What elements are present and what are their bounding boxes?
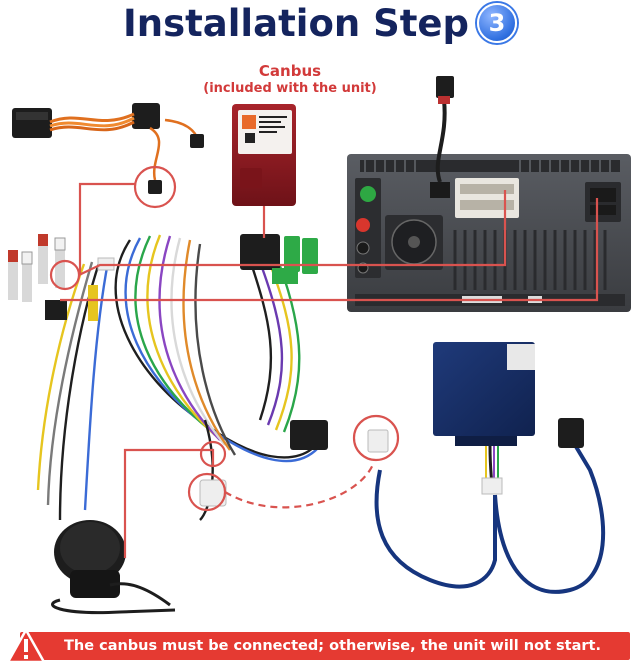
blue-module xyxy=(367,342,606,594)
callouts xyxy=(49,165,599,558)
canbus-label: Canbus xyxy=(258,62,322,80)
canbus-decoder-box xyxy=(232,104,296,206)
harness-connectors xyxy=(97,234,328,507)
warning-banner xyxy=(20,632,630,660)
orange-adapter-cable xyxy=(12,103,204,194)
warning-triangle-icon xyxy=(6,628,46,664)
callout-circle-orange-connector xyxy=(133,165,177,209)
installation-illustration xyxy=(8,76,631,615)
warning-text: The canbus must be connected; otherwise,… xyxy=(64,638,601,654)
rca-plugs xyxy=(8,234,98,321)
main-wiring-harness xyxy=(36,234,321,521)
leader-rca-to-unit xyxy=(78,190,507,276)
leader-dashed-canbus xyxy=(224,461,376,509)
leader-harness-to-mic xyxy=(123,448,215,558)
canbus-sublabel: (included with the unit) xyxy=(203,81,377,96)
callout-circle-module-input xyxy=(352,414,400,462)
leader-to-right-connector xyxy=(60,198,599,302)
head-unit-back xyxy=(347,76,631,312)
microphone xyxy=(51,520,176,615)
leader-orange-to-rca xyxy=(78,182,135,275)
title-text: Installation Step xyxy=(122,2,470,45)
step-number-badge: 3 xyxy=(477,2,518,43)
